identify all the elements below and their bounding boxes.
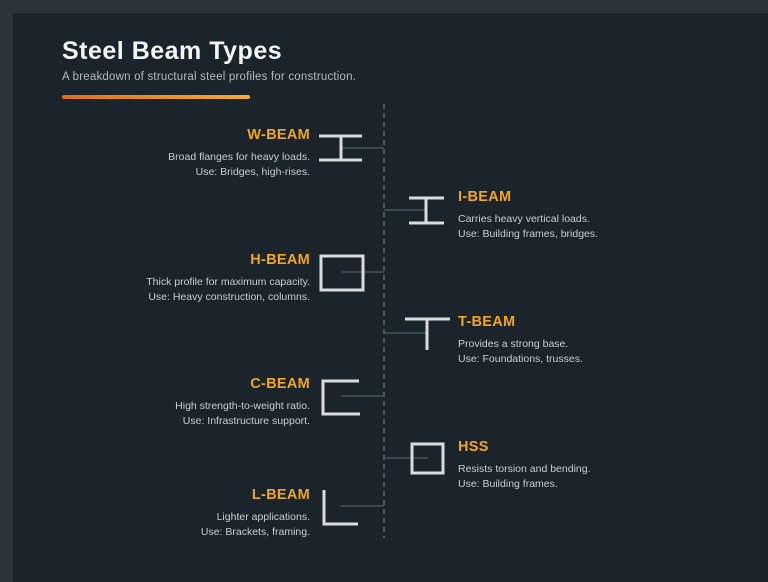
beam-use-case: Use: Infrastructure support. bbox=[182, 415, 310, 427]
beam-label: HSS bbox=[458, 439, 489, 455]
beam-use-case: Use: Building frames, bridges. bbox=[458, 228, 599, 240]
beam-description: High strength-to-weight ratio. bbox=[175, 400, 310, 412]
beam-use-case: Use: Bridges, high-rises. bbox=[195, 166, 310, 178]
beam-label: H-BEAM bbox=[250, 252, 310, 268]
beam-use-case: Use: Foundations, trusses. bbox=[458, 353, 583, 365]
beam-use-case: Use: Brackets, framing. bbox=[200, 526, 310, 538]
beam-use-case: Use: Heavy construction, columns. bbox=[148, 291, 310, 303]
beam-description: Provides a strong base. bbox=[458, 338, 569, 350]
h-beam-icon bbox=[319, 254, 365, 292]
beam-label: C-BEAM bbox=[250, 376, 310, 392]
content-panel bbox=[13, 13, 768, 582]
beam-label: W-BEAM bbox=[247, 127, 310, 143]
beam-item-c-beam: C-BEAM High strength-to-weight ratio. Us… bbox=[40, 375, 310, 429]
beam-use-case: Use: Building frames. bbox=[458, 478, 558, 490]
accent-underline bbox=[62, 95, 250, 99]
l-beam-icon bbox=[322, 490, 358, 526]
beam-item-h-beam: H-BEAM Thick profile for maximum capacit… bbox=[40, 251, 310, 305]
beam-label: I-BEAM bbox=[458, 189, 512, 205]
c-beam-icon bbox=[321, 379, 360, 416]
header: Steel Beam Types A breakdown of structur… bbox=[62, 36, 356, 99]
beam-description: Thick profile for maximum capacity. bbox=[146, 276, 310, 288]
beam-item-w-beam: W-BEAM Broad flanges for heavy loads. Us… bbox=[40, 126, 310, 180]
i-beam-icon bbox=[409, 196, 444, 225]
beam-description: Carries heavy vertical loads. bbox=[458, 213, 590, 225]
hss-icon bbox=[410, 442, 445, 475]
beam-item-hss: HSS Resists torsion and bending. Use: Bu… bbox=[458, 438, 720, 492]
beam-label: T-BEAM bbox=[458, 314, 516, 330]
beam-item-i-beam: I-BEAM Carries heavy vertical loads. Use… bbox=[458, 188, 720, 242]
beam-item-l-beam: L-BEAM Lighter applications. Use: Bracke… bbox=[40, 486, 310, 540]
beam-item-t-beam: T-BEAM Provides a strong base. Use: Foun… bbox=[458, 313, 720, 367]
beam-description: Broad flanges for heavy loads. bbox=[168, 151, 310, 163]
page-subtitle: A breakdown of structural steel profiles… bbox=[62, 71, 357, 83]
w-beam-icon bbox=[319, 134, 362, 162]
beam-description: Lighter applications. bbox=[216, 511, 310, 523]
page-title: Steel Beam Types bbox=[62, 37, 283, 65]
beam-label: L-BEAM bbox=[251, 487, 310, 503]
t-beam-icon bbox=[405, 317, 450, 350]
beam-description: Resists torsion and bending. bbox=[458, 463, 591, 475]
